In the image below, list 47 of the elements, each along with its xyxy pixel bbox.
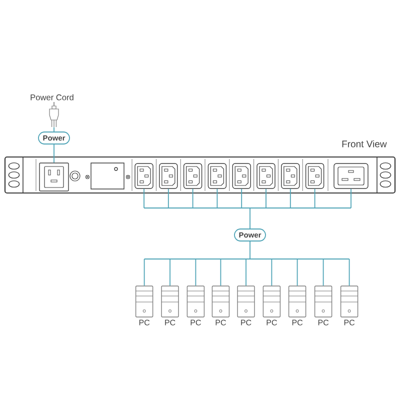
- power-outlet: [183, 163, 202, 189]
- power-plug: [49, 102, 59, 128]
- power-outlet: [159, 163, 178, 189]
- power-outlet: [256, 163, 276, 189]
- power-outlet: [281, 163, 300, 189]
- connector-line: [314, 188, 316, 208]
- connector-line: [322, 258, 324, 286]
- connector-line: [192, 188, 194, 208]
- node-label: PC: [190, 320, 201, 326]
- power-inlet: [39, 162, 69, 192]
- pc-tower: [314, 286, 332, 318]
- connector-line: [296, 258, 298, 286]
- node-label: PC: [165, 320, 176, 326]
- connector-line: [195, 258, 196, 286]
- pc-tower: [262, 286, 281, 318]
- node-label: PC: [344, 320, 355, 326]
- connector-line: [241, 188, 242, 208]
- connector-line: [144, 208, 352, 229]
- node-label: PC: [216, 320, 226, 326]
- node-label: PC: [241, 320, 252, 326]
- connector-line: [290, 188, 291, 208]
- pc-tower: [340, 286, 358, 318]
- power-outlet: [208, 163, 227, 189]
- node-label: PC: [318, 320, 329, 326]
- power-outlet: [134, 163, 154, 189]
- pc-tower: [288, 286, 306, 318]
- connector-line: [271, 258, 272, 286]
- connector-line: [348, 258, 350, 286]
- connector-line: [144, 241, 350, 260]
- node-label: Front View: [342, 140, 387, 148]
- connector-line: [168, 188, 169, 208]
- power-outlet: [334, 163, 368, 189]
- power-outlet: [232, 163, 251, 189]
- power-outlet: [305, 163, 324, 189]
- pc-tower: [237, 286, 255, 318]
- node-label: PC: [139, 320, 150, 326]
- pc-tower: [186, 286, 205, 318]
- pc-tower: [161, 286, 179, 318]
- node-label: PC: [266, 320, 277, 326]
- node-label: Power Cord: [30, 94, 74, 100]
- node-label: PC: [292, 320, 303, 326]
- connector-line: [216, 188, 218, 208]
- connector-line: [350, 188, 352, 208]
- connector-line: [220, 258, 222, 286]
- pc-tower: [212, 286, 230, 318]
- pc-tower: [135, 286, 154, 318]
- connector-line: [144, 258, 145, 286]
